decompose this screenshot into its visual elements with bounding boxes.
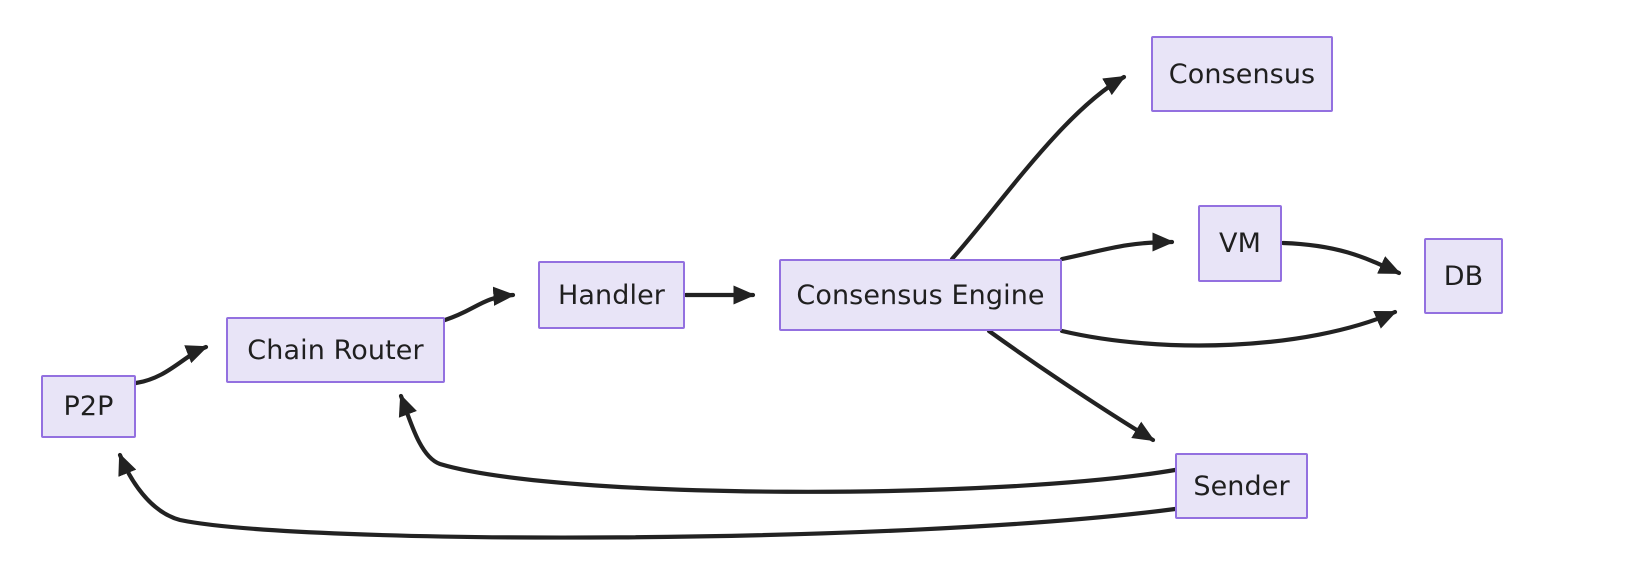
node-vm-label: VM bbox=[1219, 228, 1261, 259]
node-p2p[interactable]: P2P bbox=[41, 375, 136, 438]
edge-sender-to-p2p bbox=[117, 452, 1178, 540]
node-vm[interactable]: VM bbox=[1198, 205, 1282, 282]
node-p2p-label: P2P bbox=[63, 391, 114, 422]
node-consensus-engine[interactable]: Consensus Engine bbox=[779, 259, 1062, 331]
node-handler[interactable]: Handler bbox=[538, 261, 685, 329]
edge-consensus-engine-to-consensus bbox=[949, 74, 1127, 262]
edge-consensus-engine-to-vm bbox=[1059, 232, 1175, 262]
edge-consensus-engine-to-sender bbox=[986, 328, 1156, 443]
node-sender[interactable]: Sender bbox=[1175, 453, 1308, 519]
node-consensus-label: Consensus bbox=[1168, 58, 1316, 90]
node-handler-label: Handler bbox=[557, 279, 665, 311]
edge-chain-router-to-handler bbox=[442, 286, 516, 323]
node-consensus[interactable]: Consensus bbox=[1151, 36, 1333, 112]
node-sender-label: Sender bbox=[1193, 470, 1290, 502]
edge-consensus-engine-to-db bbox=[1059, 309, 1398, 348]
edge-p2p-to-chain-router bbox=[133, 344, 209, 386]
node-chain-router[interactable]: Chain Router bbox=[226, 317, 445, 383]
node-chain-router-label: Chain Router bbox=[247, 334, 424, 366]
node-consensus-engine-label: Consensus Engine bbox=[796, 279, 1045, 311]
edge-vm-to-db bbox=[1280, 240, 1402, 276]
node-db[interactable]: DB bbox=[1424, 238, 1503, 314]
node-db-label: DB bbox=[1443, 260, 1484, 292]
edge-sender-to-chain-router bbox=[398, 393, 1178, 494]
